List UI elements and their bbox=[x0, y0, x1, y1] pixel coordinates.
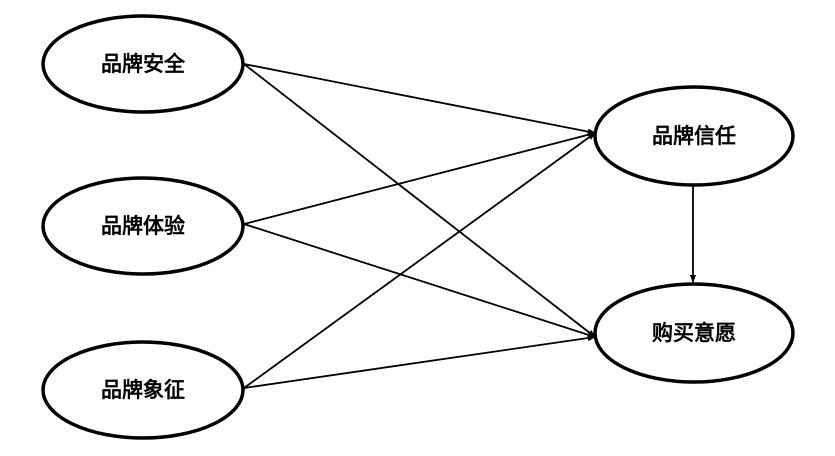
nodes-layer: 品牌安全 品牌体验 品牌象征 品牌信任 购买意愿 bbox=[41, 14, 795, 440]
node-label-brand-experience: 品牌体验 bbox=[101, 214, 185, 238]
edges-layer bbox=[243, 63, 697, 389]
node-label-brand-trust: 品牌信任 bbox=[652, 124, 736, 148]
edge-brand-experience-to-purchase-intention bbox=[243, 223, 596, 338]
edge-brand-experience-to-brand-trust bbox=[243, 131, 596, 225]
node-purchase-intention: 购买意愿 bbox=[593, 282, 795, 384]
edge-brand-symbol-to-brand-trust bbox=[243, 132, 596, 389]
node-brand-safety: 品牌安全 bbox=[41, 14, 245, 114]
node-label-purchase-intention: 购买意愿 bbox=[652, 321, 736, 345]
node-label-brand-symbol: 品牌象征 bbox=[101, 378, 185, 402]
edge-brand-symbol-to-purchase-intention bbox=[243, 334, 596, 389]
node-brand-symbol: 品牌象征 bbox=[41, 340, 245, 440]
node-label-brand-safety: 品牌安全 bbox=[101, 52, 186, 76]
node-brand-trust: 品牌信任 bbox=[593, 85, 795, 187]
node-brand-experience: 品牌体验 bbox=[41, 176, 245, 276]
edge-brand-safety-to-brand-trust bbox=[243, 63, 596, 135]
edge-brand-safety-to-purchase-intention bbox=[243, 63, 596, 338]
